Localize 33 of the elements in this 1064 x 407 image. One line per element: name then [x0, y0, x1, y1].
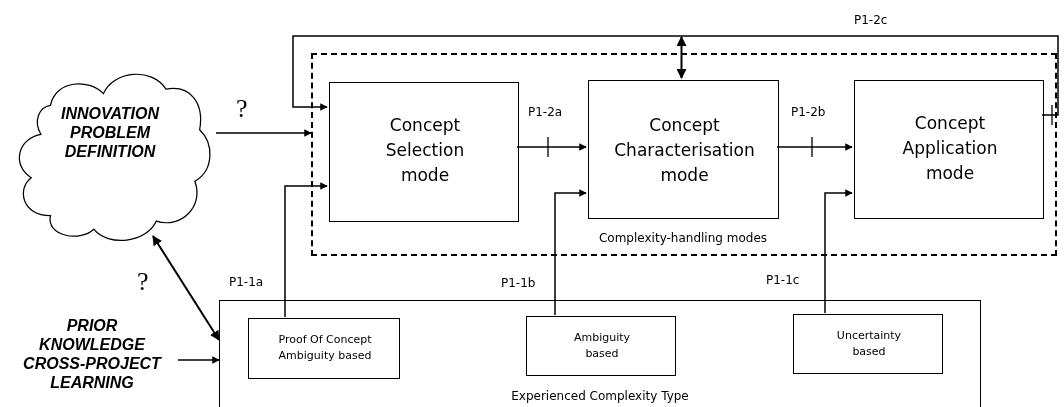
mode-label: Concept Characterisation mode — [613, 114, 756, 187]
group-title: Complexity-handling modes — [597, 231, 769, 245]
process-box — [219, 300, 981, 407]
complexity-type-label: Proof Of Concept Ambiguity based — [277, 332, 373, 364]
complexity-type-label: Ambiguity based — [572, 330, 632, 362]
arrow — [824, 189, 853, 314]
edge-label: P1-1b — [500, 276, 537, 290]
cloud-label: PRIOR KNOWLEDGE CROSS-PROJECT LEARNING — [22, 316, 162, 392]
arrow — [516, 143, 587, 151]
arrow — [554, 189, 587, 316]
process-box — [854, 80, 1044, 219]
arrow — [292, 35, 1059, 116]
arrow — [215, 129, 312, 137]
arrow — [676, 36, 687, 79]
process-box — [526, 316, 676, 376]
arrow — [152, 235, 220, 341]
arrow — [776, 143, 853, 151]
process-box — [793, 314, 943, 374]
group-title: Experienced Complexity Type — [510, 389, 690, 403]
edge-label: P1-2a — [527, 105, 564, 119]
arrow — [284, 182, 328, 318]
mode-label: Concept Selection mode — [384, 114, 466, 187]
edge-label: P1-2c — [853, 13, 889, 27]
arrow — [177, 356, 220, 364]
process-box — [248, 318, 400, 379]
process-box — [588, 80, 779, 219]
process-box — [329, 82, 519, 222]
complexity-type-label: Uncertainty based — [835, 328, 903, 360]
edge-label: P1-1c — [765, 273, 801, 287]
edge-label: P1-1a — [228, 275, 265, 289]
cloud-label: INNOVATION PROBLEM DEFINITION — [59, 104, 161, 161]
mode-label: Concept Application mode — [901, 112, 999, 185]
edge-label: P1-2b — [790, 105, 827, 119]
